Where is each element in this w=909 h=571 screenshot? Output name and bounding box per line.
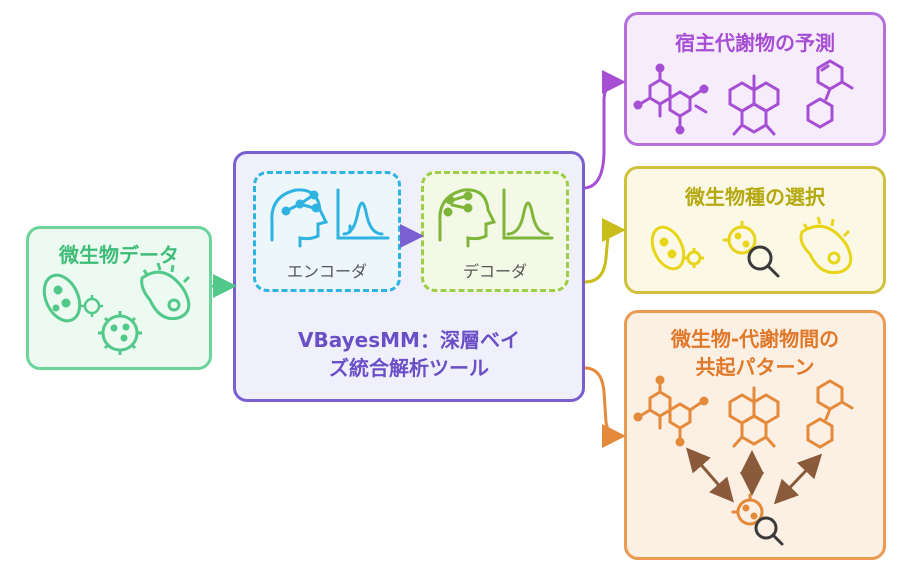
distribution-chart-icon [336,188,390,240]
orange-microbe-search-icon [731,493,784,546]
cooccurrence-arrow-right [773,453,823,505]
cooccurrence-label-line2: 共起パターン [695,355,815,379]
tool-to-cooccurrence-arrow [584,366,626,448]
biphenyl-molecule-icon [806,59,854,129]
tool-to-selection-arrow [584,218,626,284]
orange-biphenyl-molecule-icon [806,379,854,449]
cooccurrence-label-line1: 微生物-代謝物間の [670,327,840,351]
host-metabolite-prediction-label: 宿主代謝物の予測 [675,31,835,55]
head-decoder-icon [438,188,497,248]
head-ai-icon [270,188,329,248]
tool-to-prediction-arrow [584,70,626,190]
small-virus-icon [81,295,103,317]
microbe-species-selection-label: 微生物種の選択 [685,185,825,209]
yellow-bacterium-icon [650,225,704,271]
molecule-network-icon [633,63,709,135]
microbe-search-icon [722,220,780,278]
tool-title-line2: ズ統合解析ツール [329,356,489,380]
coccus-icon [98,311,142,355]
tool-title-line1: VBayesMM：深層ベイ [298,328,520,352]
microbe-data-box: 微生物データ [26,226,212,370]
encoder-label: エンコーダ [286,262,367,281]
decoder-chart-icon [502,188,554,240]
paramecium-icon [140,262,191,321]
orange-molecule-network-icon [633,375,709,447]
bacterium-icon [42,273,82,323]
decoder-label: デコーダ [462,262,527,281]
polycyclic-molecule-icon [728,74,780,136]
cooccurrence-arrow-left [686,447,734,503]
yellow-paramecium-icon [799,216,853,275]
decoder-box: デコーダ [421,171,569,292]
orange-polycyclic-molecule-icon [728,386,780,448]
